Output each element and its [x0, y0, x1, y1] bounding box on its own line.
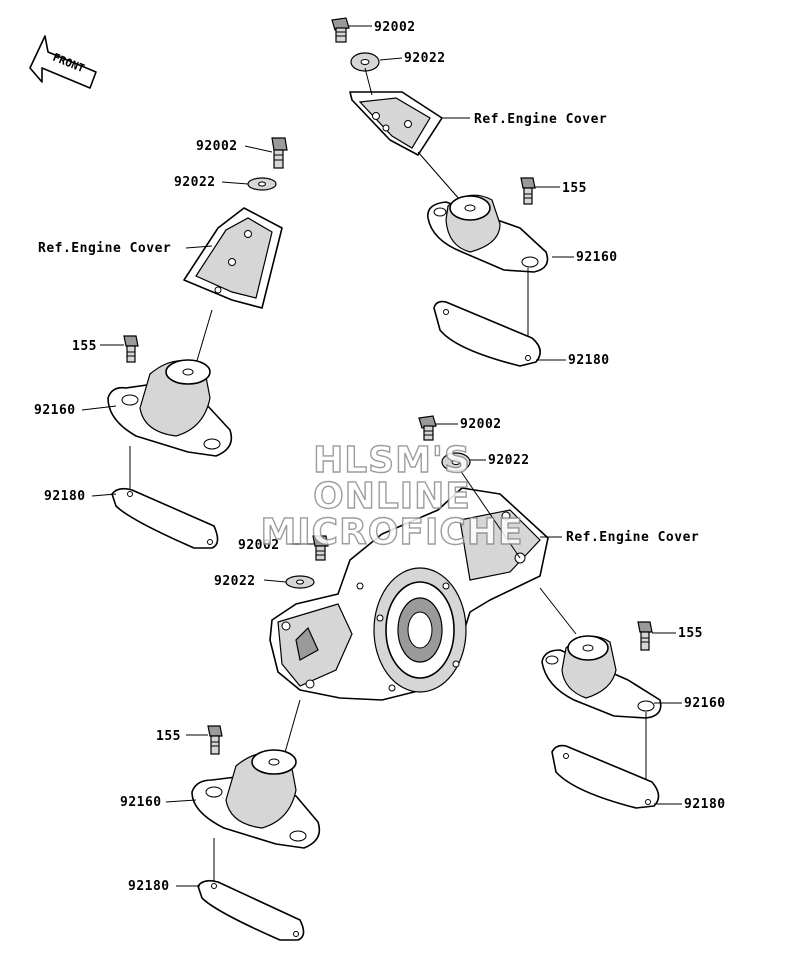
watermark-line-2: ONLINE	[313, 476, 471, 517]
washer-92022-top-left	[247, 177, 277, 191]
label-155-bottom-left: 155	[156, 729, 181, 744]
bolt-92002-center-right	[418, 415, 437, 441]
gasket-92180-top-left	[111, 487, 219, 549]
bolt-155-top-right	[520, 177, 536, 205]
mount-assembly-bottom-right	[539, 587, 662, 809]
label-92160-bottom-right: 92160	[684, 696, 726, 711]
watermark-line-3: MICROFICHE	[260, 512, 523, 553]
gasket-92180-bottom-left	[197, 879, 305, 941]
label-155-top-left: 155	[72, 339, 97, 354]
watermark-line-1: HLSM'S	[313, 440, 471, 481]
label-92002-center-left: 92002	[238, 538, 280, 553]
part-labels: 92002 92022 Ref.Engine Cover 155 92160 9…	[34, 20, 726, 894]
label-92022-center-left: 92022	[214, 574, 256, 589]
engine-cover-center	[269, 415, 549, 701]
label-ref-engine-cover-center: Ref.Engine Cover	[566, 530, 699, 545]
bolt-155-bottom-right	[637, 621, 653, 651]
bolt-155-bottom-left	[207, 725, 223, 755]
label-92022-top-right: 92022	[404, 51, 446, 66]
label-92160-bottom-left: 92160	[120, 795, 162, 810]
mount-92160-top-right	[427, 194, 549, 273]
watermark: HLSM'S ONLINE MICROFICHE	[260, 439, 523, 553]
gasket-92180-top-right	[433, 300, 541, 367]
bolt-155-top-left	[123, 335, 139, 363]
label-155-bottom-right: 155	[678, 626, 703, 641]
label-92022-top-left: 92022	[174, 175, 216, 190]
label-ref-engine-cover-top-right: Ref.Engine Cover	[474, 112, 607, 127]
mount-92160-bottom-left	[191, 749, 321, 849]
bracket-top-right	[349, 91, 443, 156]
mount-assembly-bottom-left	[191, 699, 321, 941]
bolt-92002-top-left	[271, 137, 288, 169]
washer-92022-center-right	[441, 452, 471, 472]
mount-assembly-top-right	[331, 17, 549, 367]
washer-92022-top-right	[350, 52, 380, 72]
mount-92160-bottom-right	[541, 635, 662, 719]
label-92180-bottom-left: 92180	[128, 879, 170, 894]
label-92160-top-right: 92160	[576, 250, 618, 265]
label-92160-top-left: 92160	[34, 403, 76, 418]
bracket-top-left	[183, 207, 283, 309]
label-92002-center-right: 92002	[460, 417, 502, 432]
mount-assembly-top-left	[107, 137, 288, 549]
front-arrow-icon: FRONT	[29, 35, 97, 89]
bolt-92002-top-right	[331, 17, 350, 43]
bolt-92002-center-left	[312, 535, 329, 561]
washer-92022-center-left	[285, 575, 315, 589]
label-92180-top-right: 92180	[568, 353, 610, 368]
gasket-92180-bottom-right	[551, 744, 660, 809]
label-155-top-right: 155	[562, 181, 587, 196]
label-ref-engine-cover-top-left: Ref.Engine Cover	[38, 241, 171, 256]
label-92022-center-right: 92022	[488, 453, 530, 468]
label-92002-top-left: 92002	[196, 139, 238, 154]
label-92180-bottom-right: 92180	[684, 797, 726, 812]
leader-lines	[81, 25, 682, 887]
label-92180-top-left: 92180	[44, 489, 86, 504]
mount-92160-top-left	[107, 359, 233, 457]
label-92002-top-right: 92002	[374, 20, 416, 35]
